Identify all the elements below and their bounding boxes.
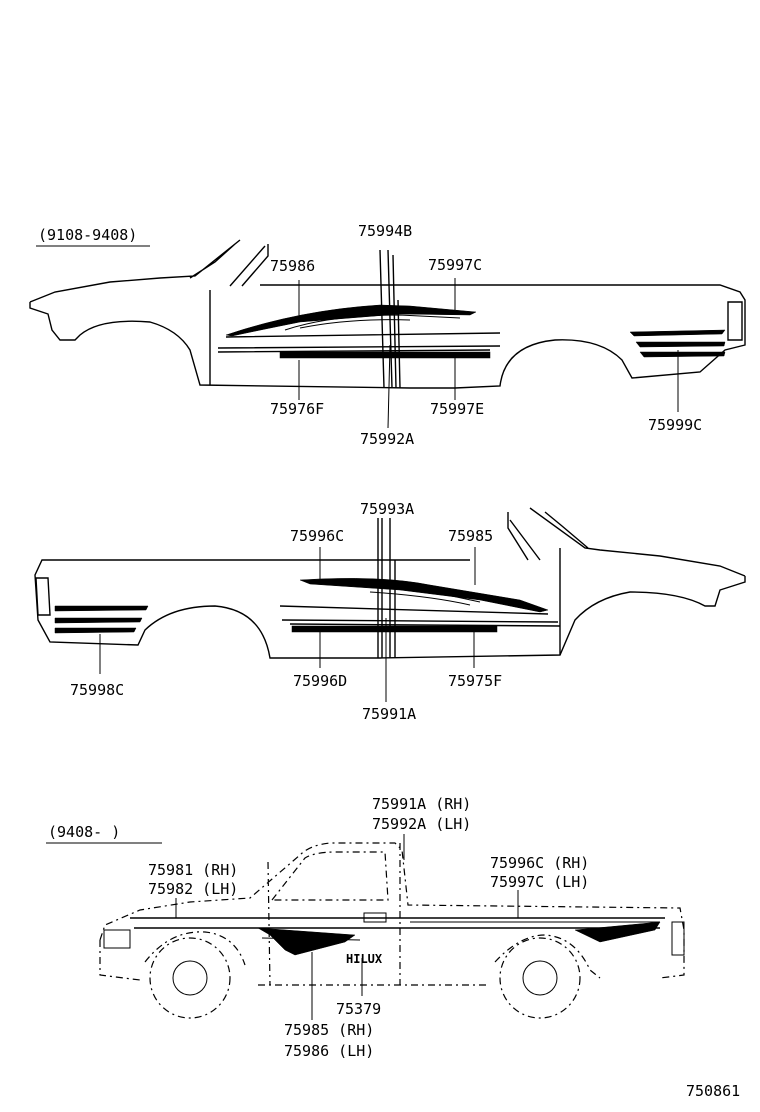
section-1-label-75986: 75986 bbox=[270, 257, 315, 275]
section-1-label-75994B: 75994B bbox=[358, 222, 412, 240]
section-2-left-side: 75993A 75996C 75985 75998C 75996D 75991A… bbox=[34, 500, 746, 723]
section-2-label-75996D: 75996D bbox=[293, 672, 347, 690]
section-1-label-75999C: 75999C bbox=[648, 416, 702, 434]
section-3-stripe-rear bbox=[574, 921, 661, 943]
section-3-badge: HILUX bbox=[346, 952, 383, 966]
section-3-cab-window bbox=[270, 851, 389, 901]
section-3-callout-5-line2: 75986 (LH) bbox=[284, 1042, 374, 1060]
section-2-label-75998C: 75998C bbox=[70, 681, 124, 699]
section-1-right-side: (9108-9408) 75994B 75986 75997C 75976F 7… bbox=[29, 222, 746, 448]
section-3-stripe-accent bbox=[261, 921, 660, 941]
section-2-stripe-sweep bbox=[299, 578, 549, 613]
section-3-callout-1-line1: 75991A (RH) bbox=[372, 795, 471, 813]
section-1-stripe-sweep-2 bbox=[284, 314, 461, 331]
section-1-stripe-sweep bbox=[225, 304, 477, 337]
section-2-label-75985: 75985 bbox=[448, 527, 493, 545]
section-3-callout-3-line2: 75997C (LH) bbox=[490, 873, 589, 891]
section-3-period: (9408- ) bbox=[48, 823, 120, 841]
section-2-label-75991A: 75991A bbox=[362, 705, 416, 723]
section-3-callout-3-line1: 75996C (RH) bbox=[490, 854, 589, 872]
section-3-rear-hub bbox=[522, 960, 558, 996]
section-1-body-outline bbox=[29, 239, 746, 389]
section-1-pillar bbox=[379, 249, 401, 389]
section-1-label-75992A: 75992A bbox=[360, 430, 414, 448]
section-3-front-grille bbox=[103, 929, 131, 949]
section-1-label-75976F: 75976F bbox=[270, 400, 324, 418]
section-2-stripe-band bbox=[291, 625, 498, 633]
section-2-label-75975F: 75975F bbox=[448, 672, 502, 690]
section-2-stripe-lower bbox=[279, 605, 561, 627]
section-1-leaders bbox=[298, 278, 679, 429]
section-3-callout-1-line2: 75992A (LH) bbox=[372, 815, 471, 833]
section-3-front-hub bbox=[172, 960, 208, 996]
section-3-full-truck: (9408- ) HILUX 75991A (RH) 75992A (LH) 7… bbox=[46, 795, 685, 1060]
section-3-stripe-main bbox=[130, 917, 665, 929]
section-3-truck-outline bbox=[99, 842, 685, 986]
diagram-id: 750861 bbox=[686, 1082, 740, 1100]
section-3-leaders bbox=[175, 834, 519, 1020]
section-1-label-75997E: 75997E bbox=[430, 400, 484, 418]
section-2-front-lamp bbox=[35, 577, 51, 616]
section-3-rear-lamp bbox=[671, 921, 685, 956]
section-2-cab-window bbox=[507, 512, 561, 655]
section-1-period: (9108-9408) bbox=[38, 226, 137, 244]
section-2-body-outline bbox=[34, 507, 746, 659]
section-3-rear-wheel bbox=[499, 937, 581, 1019]
section-2-rear-stripe bbox=[54, 605, 149, 634]
section-2-leaders bbox=[99, 547, 476, 702]
section-1-rear-lamp bbox=[727, 301, 743, 341]
section-3-front-wheel bbox=[149, 937, 231, 1019]
section-2-stripe-sweep-2 bbox=[359, 584, 481, 606]
section-2-label-75993A: 75993A bbox=[360, 500, 414, 518]
section-3-callout-5-line1: 75985 (RH) bbox=[284, 1021, 374, 1039]
section-3-callout-2-line1: 75981 (RH) bbox=[148, 861, 238, 879]
section-1-stripe-band bbox=[279, 351, 491, 359]
section-3-callout-4-line1: 75379 bbox=[336, 1000, 381, 1018]
section-1-label-75997C: 75997C bbox=[428, 256, 482, 274]
section-1-rear-stripe bbox=[629, 329, 726, 358]
section-1-cab-window bbox=[209, 244, 269, 385]
section-2-label-75996C: 75996C bbox=[290, 527, 344, 545]
section-1-stripe-lower bbox=[217, 332, 501, 353]
section-3-callout-2-line2: 75982 (LH) bbox=[148, 880, 238, 898]
section-3-stripe-sweep bbox=[257, 927, 356, 956]
